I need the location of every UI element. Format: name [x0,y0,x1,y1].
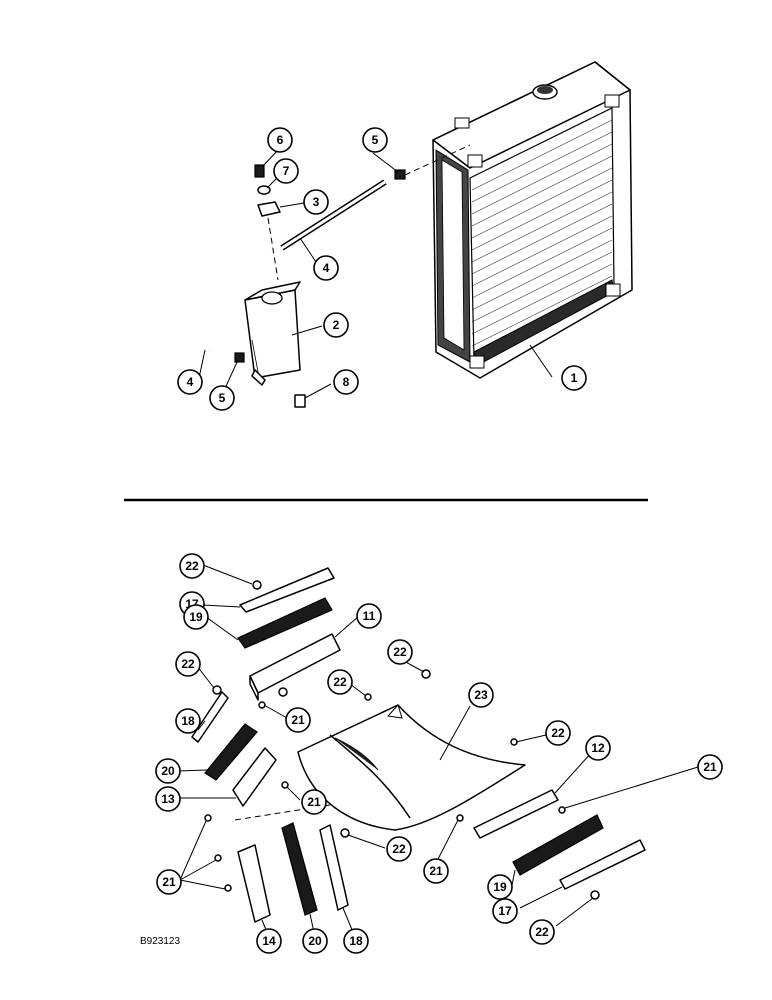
callout-19: 19 [487,874,513,900]
callout-label: 5 [372,133,379,147]
callout-4: 4 [177,369,203,395]
callout-label: 22 [333,675,347,689]
callout-label: 2 [333,318,340,332]
callout-22: 22 [545,720,571,746]
bolt-8 [294,394,306,408]
callout-label: 18 [181,714,195,728]
callout-label: 21 [307,795,321,809]
callout-17: 17 [492,898,518,924]
callout-19: 19 [183,604,209,630]
callout-label: 6 [277,133,284,147]
bracket-12 [473,789,559,839]
callout-label: 18 [349,934,363,948]
callout-label: 8 [343,375,350,389]
callout-label: 20 [161,764,175,778]
bracket-14 [237,844,271,923]
callout-13: 13 [155,786,181,812]
fitting-6 [254,164,265,178]
seal-19-right [512,814,604,876]
bracket-11 [249,633,341,694]
callout-label: 4 [187,375,194,389]
callout-label: 17 [498,904,512,918]
callout-8: 8 [333,369,359,395]
callout-6: 6 [267,127,293,153]
callout-label: 11 [363,609,376,623]
callout-23: 23 [468,682,494,708]
callout-label: 4 [323,261,330,275]
callout-1: 1 [561,365,587,391]
callout-label: 21 [162,875,176,889]
callout-label: 21 [429,864,443,878]
callout-4: 4 [313,255,339,281]
coolant-reservoir-icon [244,281,301,386]
callout-7: 7 [273,158,299,184]
callout-5: 5 [362,127,388,153]
callout-21: 21 [301,789,327,815]
callout-label: 19 [189,610,203,624]
callout-label: 21 [703,760,717,774]
callout-21: 21 [156,869,182,895]
clamp-5b [234,352,245,363]
callout-11: 11 [356,603,382,629]
seal-20-bottom [281,822,318,916]
callout-18: 18 [343,928,369,954]
callout-21: 21 [697,754,723,780]
strip-18-left [191,691,229,743]
seal-20-left [204,723,258,781]
radiator-icon [432,61,633,379]
callout-22: 22 [529,919,555,945]
callout-label: 20 [308,934,322,948]
callout-22: 22 [175,651,201,677]
strip-17-top [239,567,335,613]
callout-22: 22 [386,836,412,862]
bottom-callouts: 22 17 19 11 22 22 22 18 21 23 22 20 12 21 13 21 21 22 21 19… [155,553,723,954]
top-callouts: 1 2 3 4 4 5 5 6 7 8 [177,127,587,411]
callout-2: 2 [323,312,349,338]
callout-label: 22 [535,925,549,939]
callout-label: 1 [571,371,578,385]
callout-22: 22 [327,669,353,695]
callout-20: 20 [155,758,181,784]
elbow-3 [257,201,281,217]
strip-18-bottom [319,824,349,911]
figure-code: B923123 [140,936,180,947]
callout-label: 14 [262,934,276,948]
callout-label: 22 [551,726,565,740]
callout-label: 22 [392,842,406,856]
callout-label: 19 [493,880,507,894]
callout-label: 3 [313,195,320,209]
strip-17-right [559,839,646,890]
callout-label: 22 [185,559,199,573]
callout-label: 12 [591,741,605,755]
callout-label: 21 [291,713,305,727]
seal-19-top [237,597,333,649]
callout-label: 7 [283,164,290,178]
bracket-13 [232,747,277,807]
callout-22: 22 [179,553,205,579]
fan-shroud-icon [297,704,526,831]
callout-14: 14 [256,928,282,954]
callout-21: 21 [285,707,311,733]
callout-21: 21 [423,858,449,884]
callout-18: 18 [175,708,201,734]
callout-label: 13 [161,792,175,806]
callout-label: 22 [181,657,195,671]
callout-label: 23 [474,688,488,702]
callout-22: 22 [387,639,413,665]
callout-label: 22 [393,645,407,659]
callout-3: 3 [303,189,329,215]
callout-12: 12 [585,735,611,761]
callout-20: 20 [302,928,328,954]
callout-label: 5 [219,391,226,405]
callout-5: 5 [209,385,235,411]
